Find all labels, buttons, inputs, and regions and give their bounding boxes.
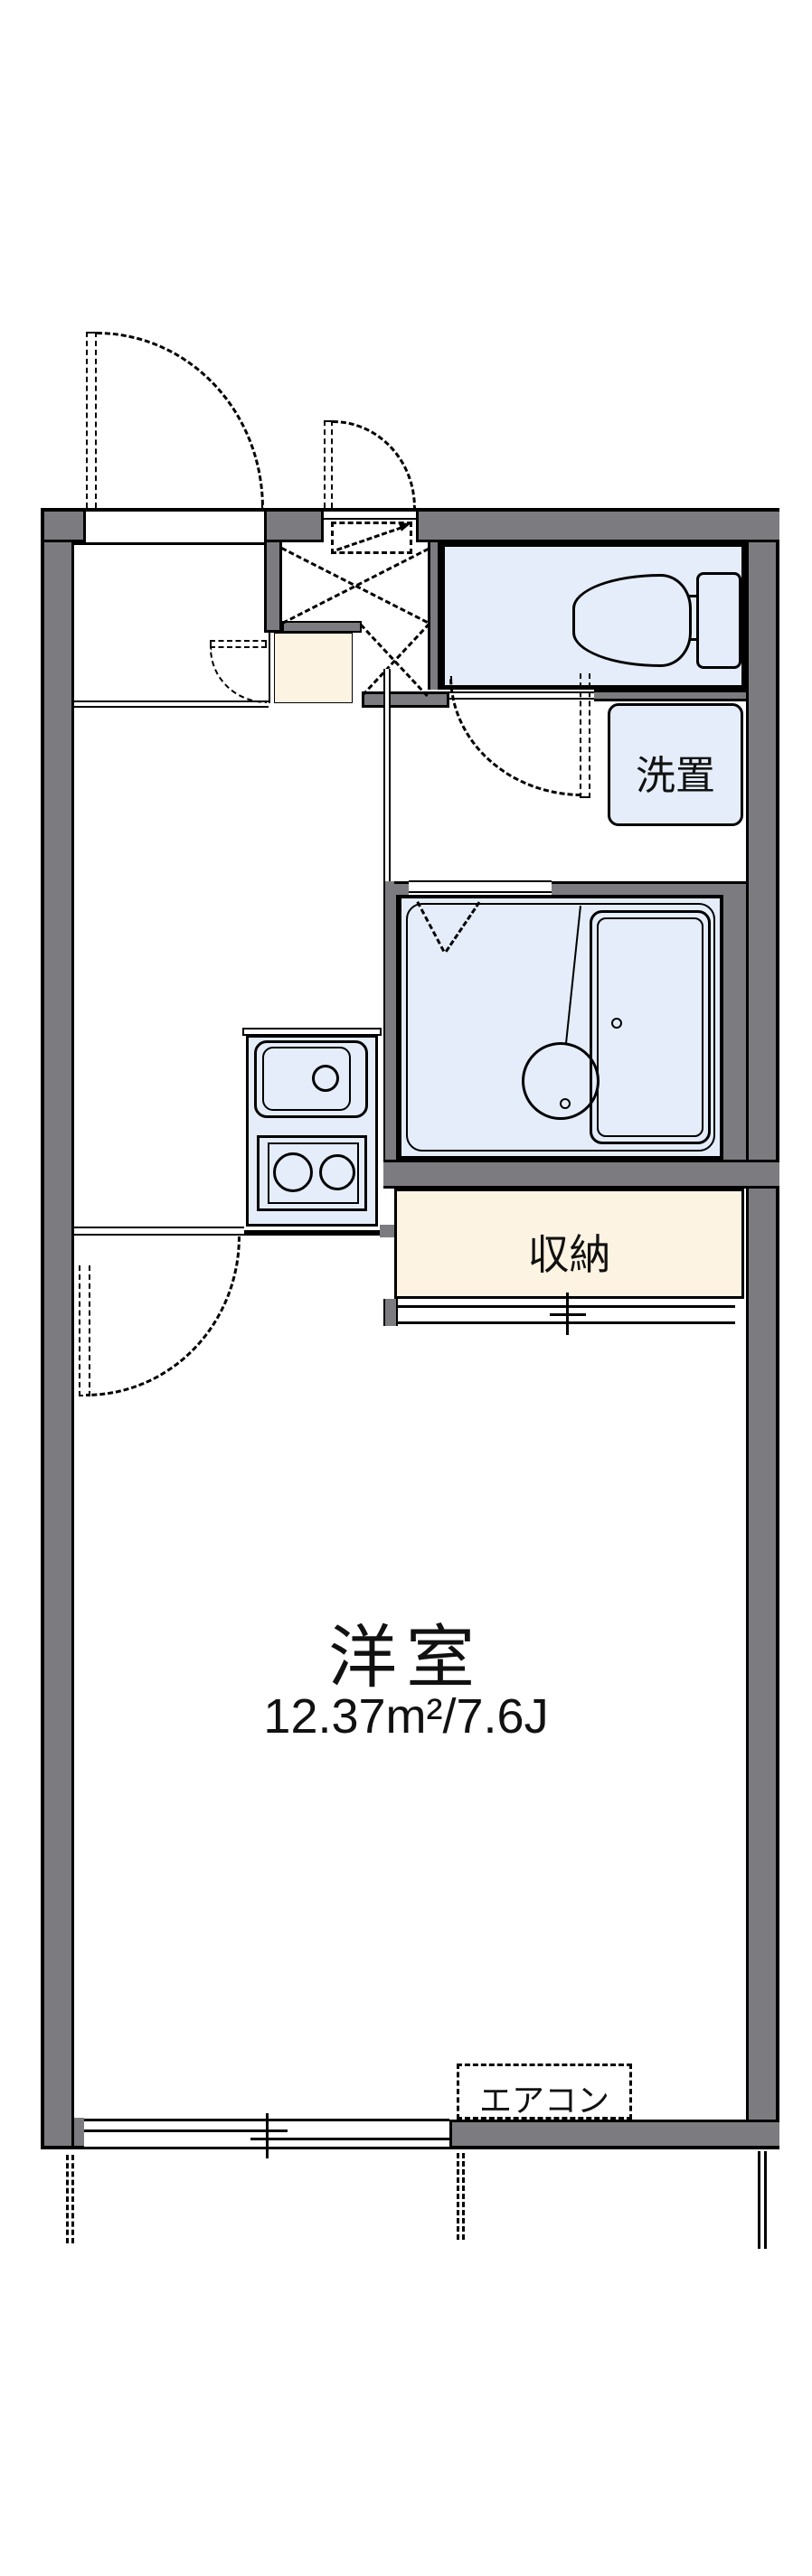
- room-door-swing-arc: [86, 1236, 241, 1396]
- bathtub-outer: [590, 910, 711, 1144]
- wall-top-right: [416, 508, 779, 542]
- topleft-room-bottom-slider: [74, 700, 269, 708]
- toilet-bottom-wall: [594, 690, 746, 701]
- wall-left: [41, 508, 74, 2149]
- genkan-wall-bottom: [362, 691, 449, 708]
- bath-door-threshold: [409, 880, 552, 893]
- entrance-threshold: [324, 508, 416, 520]
- kitchen-burner-left: [273, 1152, 313, 1192]
- kitchen-stove: [257, 1135, 367, 1211]
- genkan-wall-right: [428, 542, 440, 690]
- topleft-room-door-leaf: [210, 640, 267, 648]
- wall-right: [746, 508, 779, 2149]
- kitchen-burner-right: [319, 1154, 355, 1190]
- bath-wall-left: [383, 881, 398, 1189]
- bath-wall-right: [723, 895, 746, 1160]
- washer-label: 洗置: [636, 754, 715, 798]
- kitchen-sink-inner: [262, 1047, 351, 1111]
- aircon-label: エアコン: [478, 2082, 609, 2119]
- bathtub-inner: [597, 917, 703, 1137]
- topleft-room-door-arc: [210, 648, 267, 703]
- hallway-left-partition: [383, 669, 391, 883]
- wall-bottom-corner-left: [74, 2118, 84, 2149]
- storage-slider-handle-tick: [566, 1293, 569, 1335]
- washer-space: [608, 703, 743, 826]
- balcony-boundary-dashed-left: [66, 2155, 74, 2243]
- left-door-leaf-open: [86, 332, 97, 508]
- bathtub-drain: [611, 1018, 622, 1029]
- toilet-door-swing-arc: [449, 676, 582, 796]
- toilet-tank: [696, 572, 741, 669]
- bath-wall-bottom: [383, 1160, 779, 1189]
- bath-wall-top-right: [552, 881, 746, 895]
- genkan-step-edge-line: [269, 633, 270, 703]
- genkan-wall-step: [282, 621, 362, 633]
- main-room-size: 12.37m²/7.6J: [263, 1689, 549, 1744]
- wall-top-mid: [264, 508, 324, 542]
- storage-closet: [394, 1189, 744, 1299]
- wall-top-corner-left: [41, 508, 86, 542]
- wash-basin-drain: [560, 1098, 571, 1109]
- toilet-connector-top: [689, 595, 699, 597]
- wall-top-opening-outline: [86, 508, 264, 512]
- wash-basin: [522, 1042, 600, 1120]
- left-door-swing-arc: [97, 332, 264, 508]
- kitchen-wall-stub: [380, 1225, 394, 1237]
- room-door-threshold: [74, 1227, 244, 1236]
- window-panel-right: [250, 2138, 449, 2140]
- storage-label: 収納: [527, 1231, 611, 1278]
- kitchen-faucet: [312, 1065, 339, 1092]
- balcony-boundary-dashed-mid: [457, 2153, 465, 2240]
- genkan-step-pad: [274, 633, 353, 703]
- storage-wall-stub-left: [383, 1299, 398, 1326]
- entrance-door-symbol: [331, 522, 412, 554]
- kitchen-stove-inner: [268, 1142, 359, 1204]
- wall-bottom: [449, 2120, 779, 2149]
- window-center-tick: [266, 2113, 269, 2158]
- genkan-wall-left: [264, 542, 282, 633]
- kitchen-bottom-line: [244, 1230, 394, 1236]
- balcony-wall-stub-right: [758, 2151, 767, 2249]
- window-panel-left: [84, 2129, 288, 2132]
- bath-wall-top-left: [394, 881, 409, 895]
- toilet-bowl: [572, 574, 692, 667]
- room-topleft-inner-line: [74, 542, 266, 545]
- main-room-name: 洋室: [328, 1620, 484, 1697]
- entrance-door-leaf-open: [324, 420, 333, 508]
- aircon-box: [457, 2064, 632, 2120]
- kitchen-sink: [254, 1040, 368, 1118]
- toilet-connector-bottom: [689, 638, 699, 641]
- genkan-x-lower-2: [362, 623, 430, 697]
- entrance-door-swing-arc: [333, 420, 416, 508]
- bathroom-floor: [406, 903, 715, 1152]
